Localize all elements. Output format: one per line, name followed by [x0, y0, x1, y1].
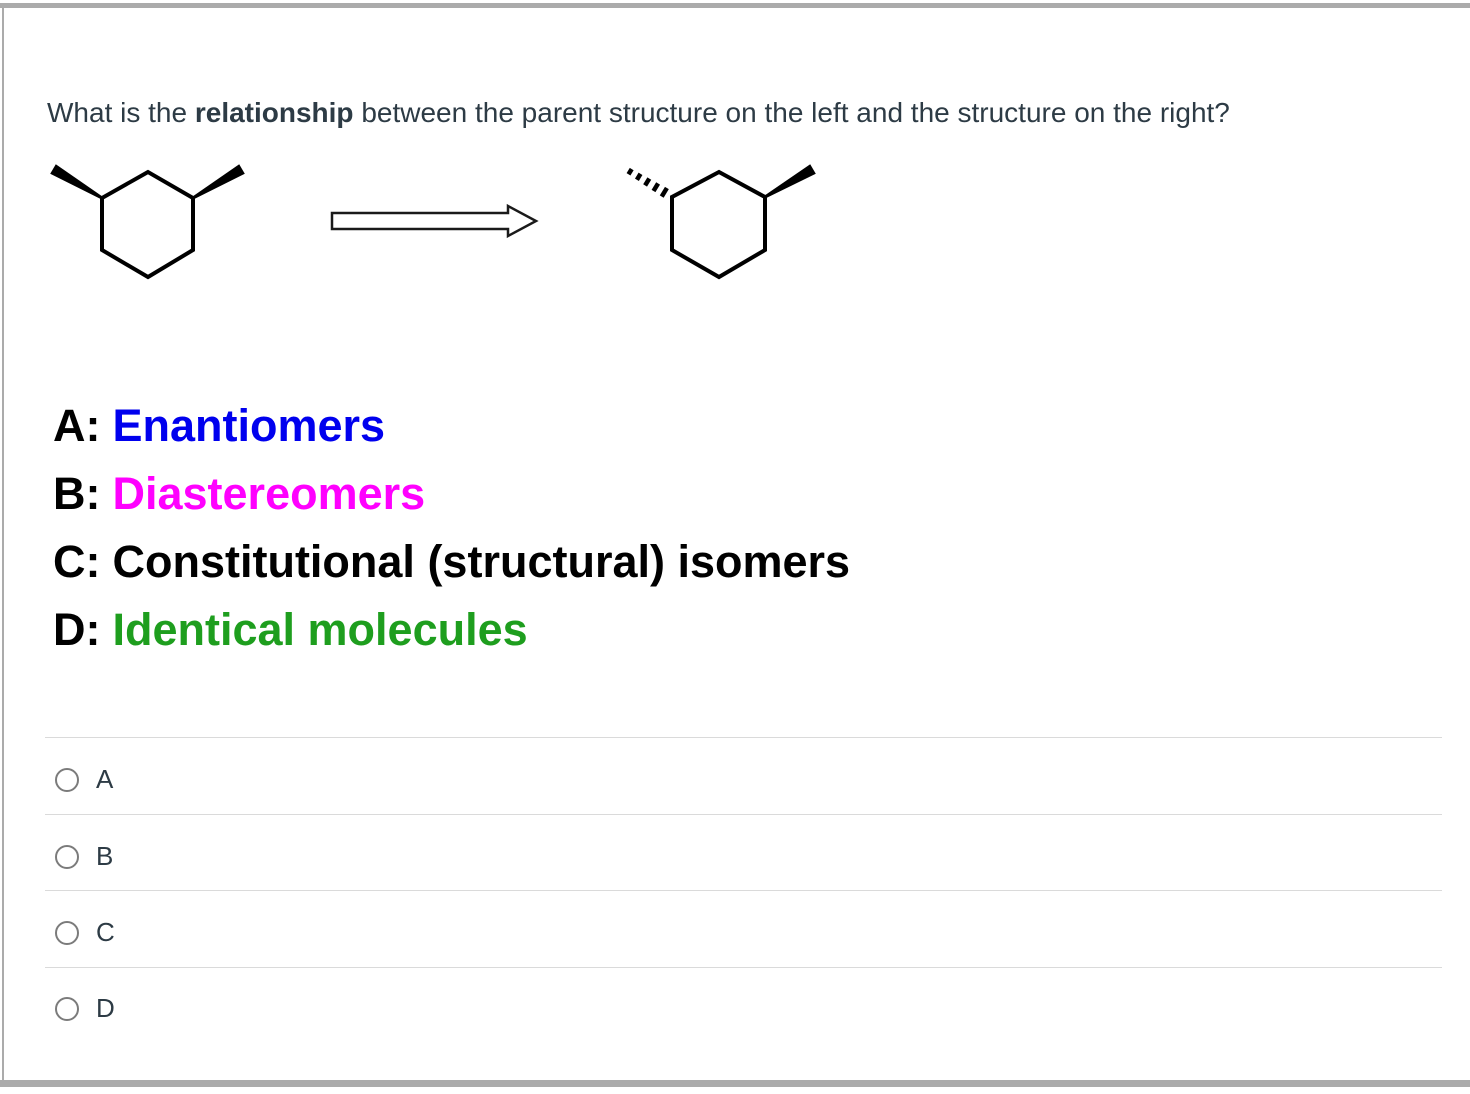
radio-option-label[interactable]: D [96, 993, 115, 1023]
question-bold-word: relationship [194, 97, 354, 128]
left-structure [50, 164, 245, 280]
left-cyclohexane-ring [100, 169, 195, 280]
radio-button-icon[interactable] [55, 920, 79, 945]
separator-line [45, 890, 1442, 891]
choice-line-d: D:Identical molecules [53, 607, 528, 653]
top-border-bar [0, 3, 1470, 8]
separator-line [45, 814, 1442, 815]
choice-label: Diastereomers [112, 468, 426, 519]
choice-label: Constitutional (structural) isomers [112, 536, 851, 587]
radio-option-label[interactable]: B [96, 841, 114, 871]
radio-option-label[interactable]: C [96, 917, 115, 947]
separator-line [45, 737, 1442, 738]
choice-line-c: C:Constitutional (structural) isomers [53, 539, 850, 585]
right-structure [626, 164, 816, 280]
choice-letter: D: [53, 604, 101, 655]
choice-letter: C: [53, 536, 101, 587]
choice-label: Identical molecules [112, 604, 528, 655]
radio-option-label[interactable]: A [96, 764, 114, 794]
right-cyclohexane-ring [670, 169, 767, 280]
choice-letter: A: [53, 400, 101, 451]
question-prefix: What is the [47, 97, 195, 128]
answer-option-d[interactable]: D [55, 993, 115, 1024]
answer-option-b[interactable]: B [55, 841, 113, 872]
choice-line-b: B:Diastereomers [53, 471, 425, 517]
question-suffix: between the parent structure on the left… [353, 97, 1230, 128]
question-text: What is the relationship between the par… [47, 96, 1427, 130]
answer-option-a[interactable]: A [55, 764, 113, 795]
right-arrow-icon [330, 203, 539, 239]
radio-button-icon[interactable] [55, 844, 79, 869]
answer-option-c[interactable]: C [55, 917, 115, 948]
choice-line-a: A:Enantiomers [53, 403, 385, 449]
radio-button-icon[interactable] [55, 996, 79, 1021]
separator-line [45, 967, 1442, 968]
choice-letter: B: [53, 468, 101, 519]
choice-label: Enantiomers [112, 400, 386, 451]
left-structure-wedge-bond-left [50, 164, 103, 200]
bottom-border-bar [0, 1080, 1470, 1087]
reaction-figure [50, 164, 816, 280]
right-structure-wedge-bond-right [764, 164, 816, 199]
radio-button-icon[interactable] [55, 767, 79, 792]
left-border-line [2, 3, 4, 1087]
left-structure-wedge-bond-right [192, 164, 245, 200]
right-structure-hashed-wedge-bond [626, 167, 669, 198]
